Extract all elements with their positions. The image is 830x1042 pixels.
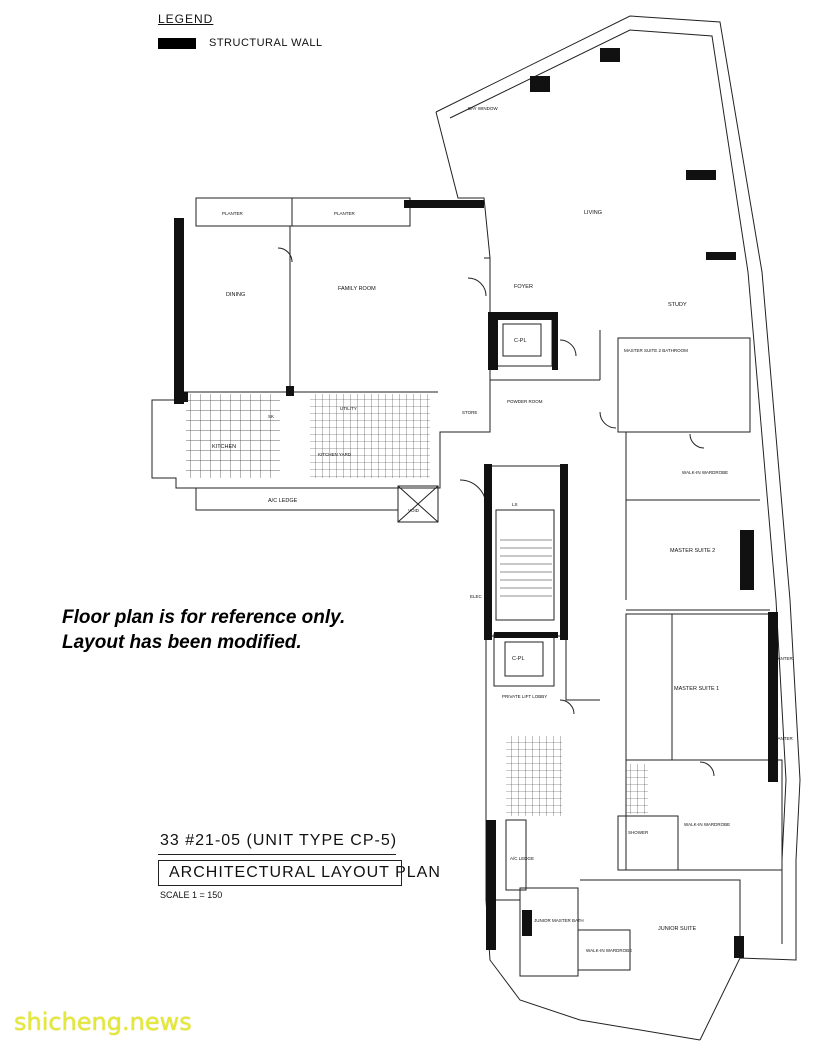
structural-wall-12 bbox=[706, 252, 736, 260]
bath-2-tile bbox=[626, 764, 648, 814]
ac-ledge-bottom-strip bbox=[505, 819, 527, 891]
structural-wall-2 bbox=[404, 200, 484, 208]
room-label-elec: ELEC bbox=[470, 594, 483, 599]
structural-wall-13 bbox=[740, 530, 754, 590]
reference-note: Floor plan is for reference only. Layout… bbox=[62, 605, 345, 655]
unit-title: 33 #21-05 (UNIT TYPE CP-5) bbox=[160, 832, 398, 849]
room-label-powder: POWDER ROOM bbox=[507, 399, 543, 404]
structural-wall-10 bbox=[600, 48, 620, 62]
structural-wall-16 bbox=[522, 910, 532, 936]
room-label-c-pl-top: C-PL bbox=[514, 338, 527, 344]
room-label-ac-ledge-top: A/C LEDGE bbox=[268, 498, 298, 504]
structural-wall-5 bbox=[552, 312, 558, 370]
room-label-planter-4: PLANTER bbox=[772, 736, 794, 741]
inner-wall-right-wing bbox=[449, 29, 787, 944]
room-label-junior-master-bath: JUNIOR MASTER BATH bbox=[534, 918, 584, 923]
door-swing-3 bbox=[559, 339, 577, 357]
living-left-wall bbox=[435, 111, 491, 259]
room-label-private-lobby: PRIVATE LIFT LOBBY bbox=[502, 694, 547, 699]
ac-ledge-top-strip bbox=[195, 487, 399, 511]
legend-title: LEGEND bbox=[158, 12, 214, 26]
room-label-shower: SHOWER bbox=[628, 830, 649, 835]
walk-in-2-block bbox=[625, 759, 783, 871]
outer-wall-right-wing bbox=[435, 15, 801, 1041]
structural-wall-17 bbox=[734, 936, 744, 958]
structural-wall-9 bbox=[530, 76, 550, 92]
room-label-dining: DINING bbox=[226, 292, 245, 298]
room-label-planter-3: PLANTER bbox=[772, 656, 794, 661]
door-swing-7 bbox=[699, 761, 715, 777]
room-label-lift-code: LS bbox=[512, 502, 518, 507]
door-swing-6 bbox=[689, 433, 705, 449]
structural-wall-swatch bbox=[158, 38, 196, 49]
structural-wall-7 bbox=[560, 464, 568, 640]
structural-wall-3 bbox=[488, 312, 498, 370]
junior-suite-wall bbox=[580, 879, 741, 958]
plan-heading: ARCHITECTURAL LAYOUT PLAN bbox=[158, 860, 440, 886]
structural-wall-14 bbox=[768, 612, 778, 782]
shower-block bbox=[617, 815, 679, 871]
room-label-junior-suite: JUNIOR SUITE bbox=[658, 926, 697, 932]
stair-core-inner bbox=[495, 509, 555, 621]
reference-note-line-2: Layout has been modified. bbox=[62, 632, 302, 653]
walk-in-3-block bbox=[577, 929, 631, 971]
structural-wall-8 bbox=[494, 632, 558, 638]
room-label-master-1: MASTER SUITE 1 bbox=[674, 686, 719, 692]
door-swing-8 bbox=[559, 699, 575, 715]
room-label-sk: SK bbox=[268, 414, 274, 419]
room-label-planter-1: PLANTER bbox=[222, 211, 244, 216]
room-label-bay-window: BAY WINDOW bbox=[468, 106, 498, 111]
lobby-tile bbox=[506, 736, 562, 816]
structural-wall-1 bbox=[174, 218, 184, 404]
room-label-planter-2: PLANTER bbox=[334, 211, 356, 216]
door-swing-2 bbox=[467, 277, 487, 297]
scale-label: SCALE 1 = 150 bbox=[160, 890, 223, 900]
void-cross-b bbox=[397, 485, 439, 523]
room-label-kitchen-yard: KITCHEN YARD bbox=[318, 452, 352, 457]
stair-treads bbox=[500, 539, 552, 597]
yard-tile bbox=[310, 394, 430, 478]
room-label-walk-in-2: WALK-IN WARDROBE bbox=[684, 822, 730, 827]
room-label-c-pl-bottom: C-PL bbox=[512, 656, 525, 662]
room-label-master-2: MASTER SUITE 2 bbox=[670, 548, 715, 554]
reference-note-line-1: Floor plan is for reference only. bbox=[62, 607, 346, 628]
master-bath-2-block bbox=[617, 337, 751, 433]
structural-wall-6 bbox=[484, 464, 492, 640]
room-label-store: STORE bbox=[462, 410, 477, 415]
title-underline bbox=[158, 854, 396, 855]
door-swing-1 bbox=[277, 247, 293, 263]
planter-strip-top bbox=[195, 197, 411, 227]
structural-wall-4 bbox=[488, 312, 554, 320]
room-label-family: FAMILY ROOM bbox=[338, 286, 376, 292]
kitchen-tile bbox=[186, 394, 280, 478]
door-swing-5 bbox=[599, 411, 617, 429]
c-pl-top-core bbox=[502, 323, 542, 357]
room-label-living: LIVING bbox=[584, 210, 602, 216]
room-label-utility: UTILITY bbox=[340, 406, 357, 411]
room-label-kitchen: KITCHEN bbox=[212, 444, 236, 450]
structural-wall-15 bbox=[486, 820, 496, 950]
room-label-walk-in-1: WALK-IN WARDROBE bbox=[682, 470, 728, 475]
c-pl-bottom-core bbox=[504, 641, 544, 677]
door-swing-4 bbox=[459, 479, 487, 507]
structural-wall-18 bbox=[174, 392, 188, 402]
structural-wall-19 bbox=[286, 386, 294, 396]
watermark: shicheng.news bbox=[14, 1008, 192, 1036]
room-label-study: STUDY bbox=[668, 302, 687, 308]
lower-corridor-wall bbox=[565, 636, 600, 701]
room-label-master-bath-2: MASTER SUITE 2 BATHROOM bbox=[624, 348, 688, 353]
room-label-ac-ledge-bottom: A/C LEDGE bbox=[510, 856, 534, 861]
legend-item-label: STRUCTURAL WALL bbox=[209, 37, 323, 49]
outer-wall-left-wing bbox=[151, 218, 491, 489]
room-label-foyer: FOYER bbox=[514, 284, 533, 290]
room-label-walk-in-3: WALK-IN WARDROBE bbox=[586, 948, 632, 953]
room-label-void: VOID bbox=[408, 508, 420, 513]
structural-wall-11 bbox=[686, 170, 716, 180]
